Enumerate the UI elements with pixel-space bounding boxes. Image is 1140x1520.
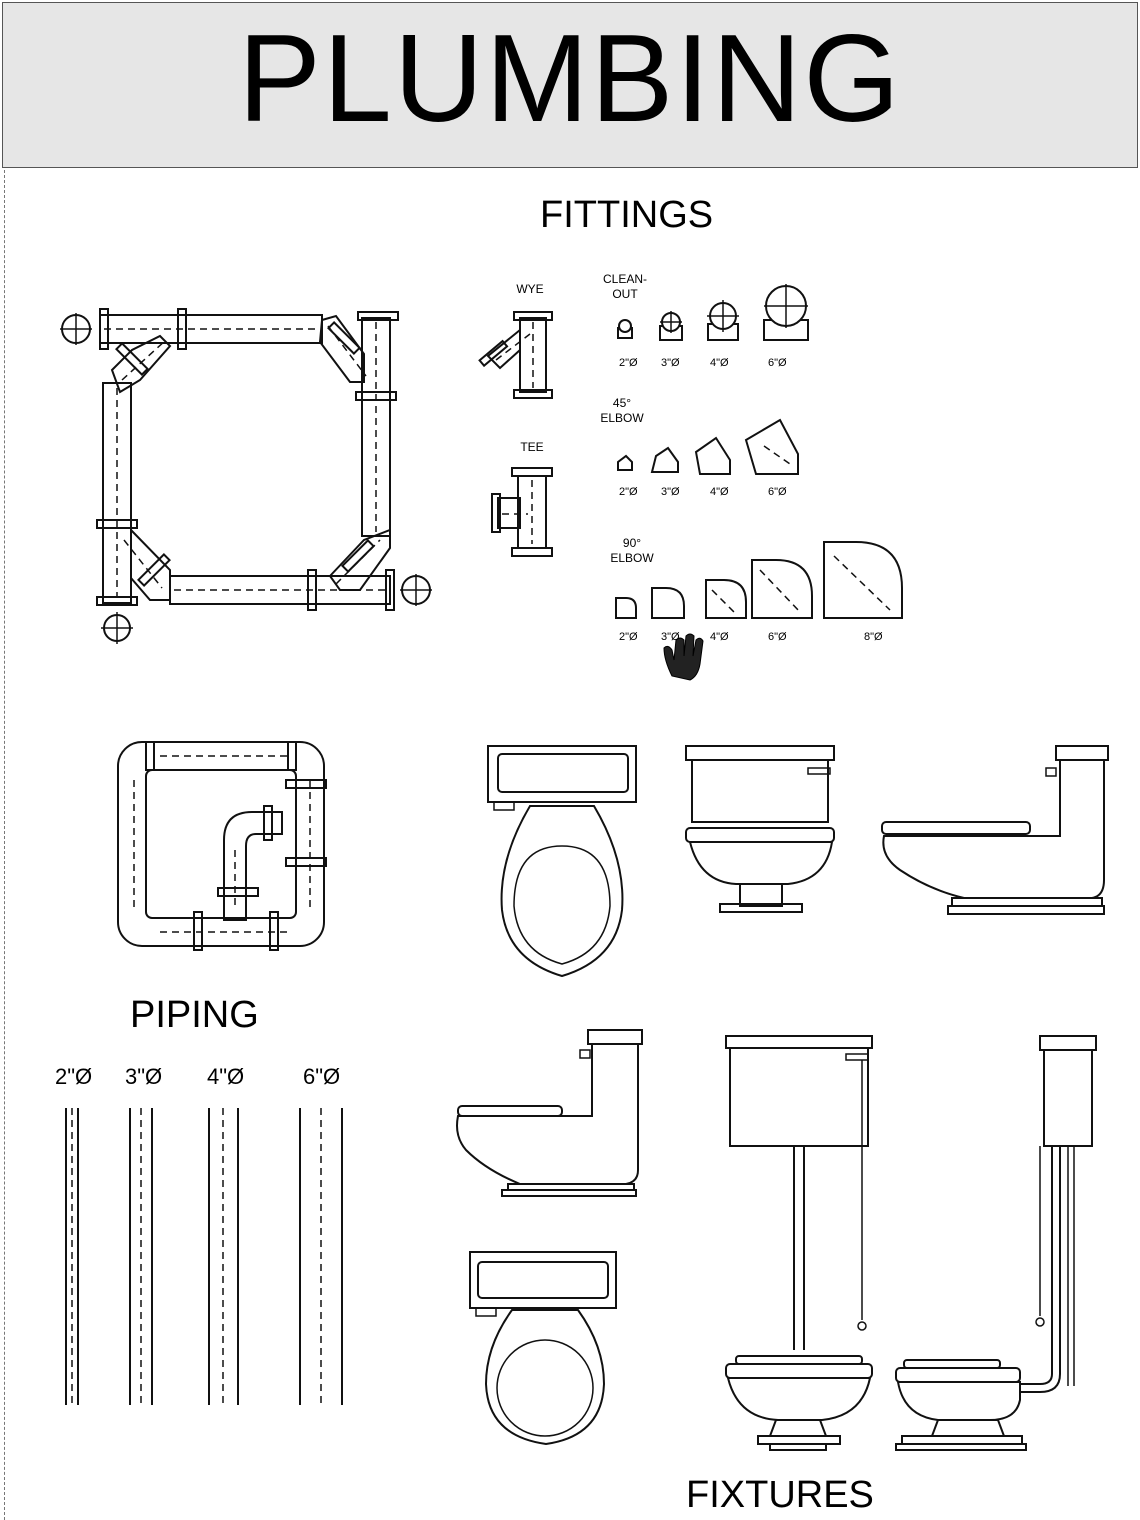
toilet-side-view: [881, 745, 1109, 915]
toilet-plan-view: [487, 745, 637, 978]
pipe-wye-diagonal: [318, 314, 365, 383]
cleanout-size-label: 4"Ø: [710, 357, 729, 369]
piping-6in: [299, 1108, 343, 1405]
page-title: PLUMBING: [238, 10, 902, 148]
elbow90-size-label: 4"Ø: [710, 631, 729, 643]
pipe-assembly-square: [117, 741, 327, 951]
cleanout-size-label: 6"Ø: [768, 357, 787, 369]
hand-cursor-icon: [663, 633, 704, 681]
pipe-coupling: [385, 569, 395, 611]
header-banner: PLUMBING: [2, 2, 1138, 168]
piping-3in: [129, 1108, 153, 1405]
elbow90-size-label: 6"Ø: [768, 631, 787, 643]
pipe-size-label: 6"Ø: [303, 1064, 341, 1089]
pipe-coupling: [96, 596, 138, 606]
toilet-side-view-small: [456, 1029, 643, 1197]
cleanout-label: CLEAN- OUT: [602, 272, 647, 301]
elbow90-size-label: 8"Ø: [864, 631, 883, 643]
cleanout-size-label: 2"Ø: [619, 357, 638, 369]
wye-label: WYE: [516, 282, 544, 296]
elbow90-size-label: 3"Ø: [661, 631, 680, 643]
fittings-heading: FITTINGS: [540, 194, 714, 236]
pipe-coupling: [99, 308, 109, 350]
pipe-coupling: [177, 308, 187, 350]
pipe-wye-diagonal: [110, 334, 172, 394]
pipe-elbow-diagonal: [328, 528, 391, 591]
pipe-size-label: 3"Ø: [125, 1064, 163, 1089]
high-tank-toilet-side: [895, 1035, 1097, 1451]
elbow90-fittings: [615, 541, 903, 619]
elbow45-fittings: [617, 418, 799, 475]
elbow45-size-label: 4"Ø: [710, 486, 729, 498]
pipe-segment: [169, 575, 391, 605]
toilet-plan-view-round: [469, 1251, 617, 1446]
tee-fitting: [491, 467, 553, 557]
pipe-coupling: [307, 569, 317, 611]
fixtures-heading: FIXTURES: [686, 1474, 874, 1516]
pipe-assembly-octagon: [60, 308, 432, 644]
toilet-front-view: [685, 745, 835, 913]
pipe-coupling: [355, 391, 397, 401]
cleanout-size-label: 3"Ø: [661, 357, 680, 369]
piping-2in: [65, 1108, 79, 1405]
elbow90-size-label: 2"Ø: [619, 631, 638, 643]
high-tank-toilet-front: [725, 1035, 873, 1451]
pipe-elbow-diagonal: [130, 527, 171, 601]
elbow45-label: 45° ELBOW: [600, 396, 644, 425]
pipe-size-label: 4"Ø: [207, 1064, 245, 1089]
piping-4in: [208, 1108, 239, 1405]
elbow90-label: 90° ELBOW: [610, 536, 654, 565]
wye-fitting: [478, 311, 553, 399]
tee-label: TEE: [520, 440, 544, 454]
page-border: [4, 170, 5, 1520]
pipe-coupling: [96, 519, 138, 529]
pipe-coupling: [357, 311, 399, 321]
elbow45-size-label: 2"Ø: [619, 486, 638, 498]
pipe-size-label: 2"Ø: [55, 1064, 93, 1089]
cleanout-fittings: [617, 284, 809, 341]
elbow45-size-label: 3"Ø: [661, 486, 680, 498]
piping-heading: PIPING: [130, 994, 259, 1036]
elbow45-size-label: 6"Ø: [768, 486, 787, 498]
pipe-segment: [102, 382, 132, 604]
pipe-segment: [361, 317, 391, 537]
